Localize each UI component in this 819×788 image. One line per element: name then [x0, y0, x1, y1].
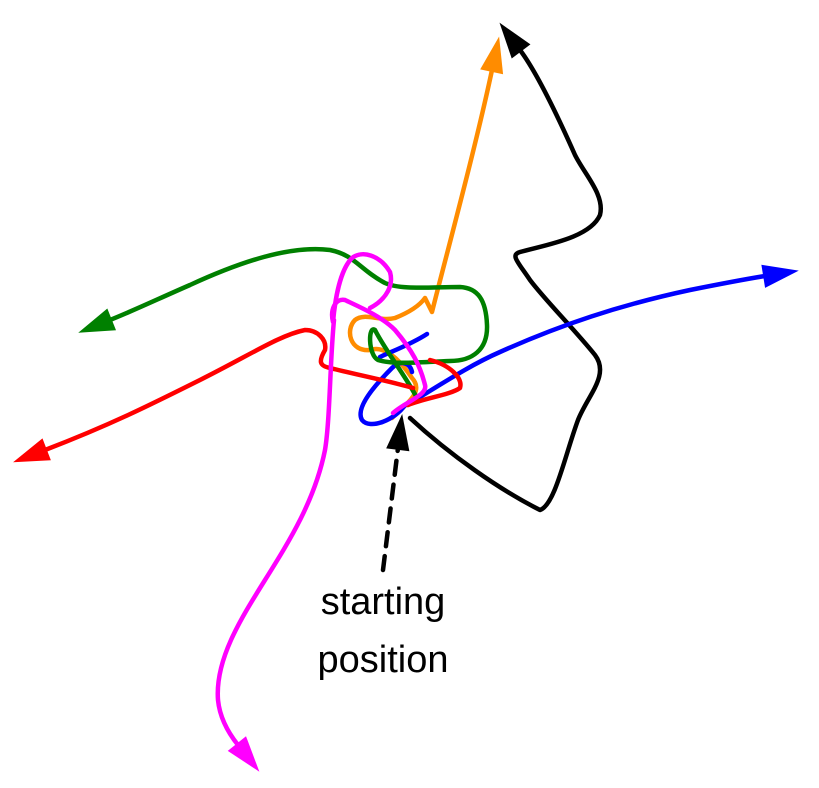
- start-label-line2: position: [317, 639, 449, 681]
- green-trajectory: [78, 246, 490, 401]
- magenta-trajectory: [218, 252, 428, 745]
- start-pointer-dashed: [380, 414, 410, 573]
- start-label-line1: starting: [320, 581, 446, 623]
- orange-trajectory: [347, 36, 504, 421]
- red-trajectory: [45, 327, 463, 450]
- black-trajectory: [407, 22, 604, 513]
